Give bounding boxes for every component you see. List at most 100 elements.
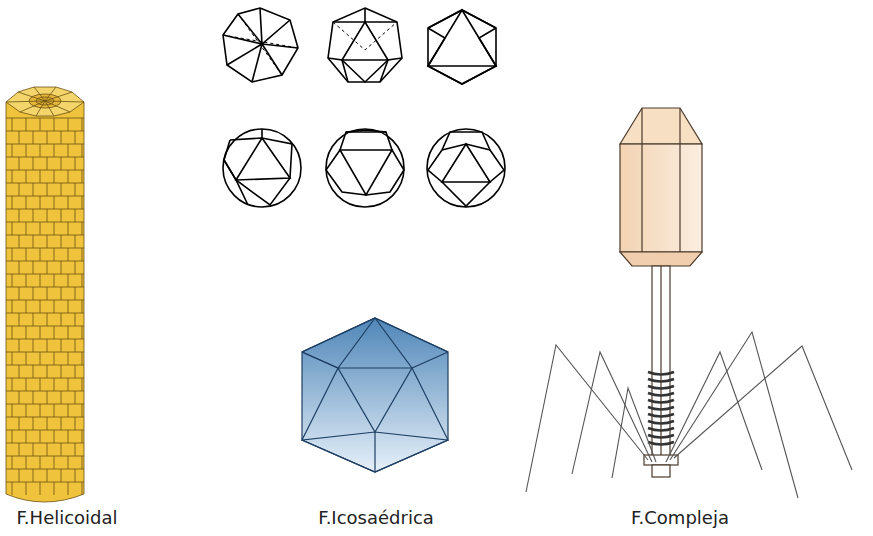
brick-joint xyxy=(33,469,34,482)
brick-joint xyxy=(12,430,13,443)
brick-joint xyxy=(75,417,76,430)
top-line xyxy=(34,87,45,101)
brick-joint xyxy=(47,365,48,378)
brick-joint xyxy=(19,313,20,326)
brick-joint xyxy=(75,443,76,456)
brick-line xyxy=(6,287,84,288)
brick-joint xyxy=(54,456,55,469)
brick-joint xyxy=(26,378,27,391)
brick-joint xyxy=(75,261,76,274)
brick-joint xyxy=(19,365,20,378)
brick-joint xyxy=(82,170,83,183)
brick-joint xyxy=(47,131,48,144)
sheath-coil xyxy=(648,435,674,438)
brick-joint xyxy=(33,183,34,196)
brick-line xyxy=(6,261,84,262)
brick-joint xyxy=(61,235,62,248)
brick-line xyxy=(6,183,84,184)
brick-joint xyxy=(75,469,76,482)
brick-joint xyxy=(19,157,20,170)
brick-joint xyxy=(26,196,27,209)
brick-joint xyxy=(40,326,41,339)
brick-joint xyxy=(26,144,27,157)
brick-joint xyxy=(47,339,48,352)
brick-joint xyxy=(61,261,62,274)
brick-joint xyxy=(12,300,13,313)
brick-joint xyxy=(61,417,62,430)
brick-joint xyxy=(61,469,62,482)
brick-joint xyxy=(75,235,76,248)
brick-joint xyxy=(47,313,48,326)
brick-joint xyxy=(12,352,13,365)
brick-line xyxy=(6,274,84,275)
brick-joint xyxy=(82,222,83,235)
brick-joint xyxy=(26,300,27,313)
top-line xyxy=(6,101,45,102)
brick-joint xyxy=(26,170,27,183)
brick-line xyxy=(6,443,84,444)
brick-line xyxy=(6,209,84,210)
brick-joint xyxy=(40,300,41,313)
brick-joint xyxy=(61,313,62,326)
icosahedral-capsid xyxy=(302,318,448,472)
brick-joint xyxy=(26,118,27,131)
brick-joint xyxy=(61,157,62,170)
brick-joint xyxy=(40,482,41,495)
brick-joint xyxy=(40,430,41,443)
brick-joint xyxy=(26,430,27,443)
brick-joint xyxy=(26,248,27,261)
sheath-coil xyxy=(648,414,674,417)
brick-joint xyxy=(82,144,83,157)
brick-joint xyxy=(33,131,34,144)
brick-joint xyxy=(40,144,41,157)
brick-joint xyxy=(68,378,69,391)
brick-joint xyxy=(68,222,69,235)
brick-joint xyxy=(54,196,55,209)
brick-joint xyxy=(47,443,48,456)
brick-joint xyxy=(54,118,55,131)
sheath-coil xyxy=(648,393,674,396)
top-line xyxy=(45,101,84,102)
brick-joint xyxy=(47,287,48,300)
brick-joint xyxy=(54,430,55,443)
brick-joint xyxy=(26,404,27,417)
brick-joint xyxy=(33,313,34,326)
brick-joint xyxy=(19,339,20,352)
brick-joint xyxy=(82,274,83,287)
shape-label: F.Icosaédrica xyxy=(318,507,434,529)
top-line xyxy=(45,92,72,101)
brick-joint xyxy=(12,118,13,131)
brick-joint xyxy=(40,118,41,131)
brick-joint xyxy=(68,482,69,495)
brick-joint xyxy=(54,274,55,287)
brick-joint xyxy=(68,456,69,469)
brick-joint xyxy=(19,417,20,430)
top-line xyxy=(20,101,45,112)
brick-line xyxy=(6,118,84,119)
brick-joint xyxy=(61,443,62,456)
sheath-coil xyxy=(648,428,674,431)
brick-joint xyxy=(82,482,83,495)
brick-line xyxy=(6,430,84,431)
brick-joint xyxy=(68,170,69,183)
brick-line xyxy=(6,131,84,132)
brick-joint xyxy=(75,287,76,300)
brick-joint xyxy=(75,391,76,404)
brick-joint xyxy=(33,287,34,300)
sheath-coil xyxy=(648,386,674,389)
brick-joint xyxy=(33,417,34,430)
brick-joint xyxy=(68,118,69,131)
brick-joint xyxy=(75,313,76,326)
brick-joint xyxy=(40,352,41,365)
brick-joint xyxy=(47,417,48,430)
brick-joint xyxy=(19,261,20,274)
brick-joint xyxy=(47,261,48,274)
brick-joint xyxy=(12,170,13,183)
brick-line xyxy=(6,144,84,145)
brick-joint xyxy=(12,222,13,235)
complex-phage xyxy=(526,108,852,498)
sheath-coil xyxy=(648,379,674,382)
brick-joint xyxy=(12,404,13,417)
brick-joint xyxy=(61,391,62,404)
